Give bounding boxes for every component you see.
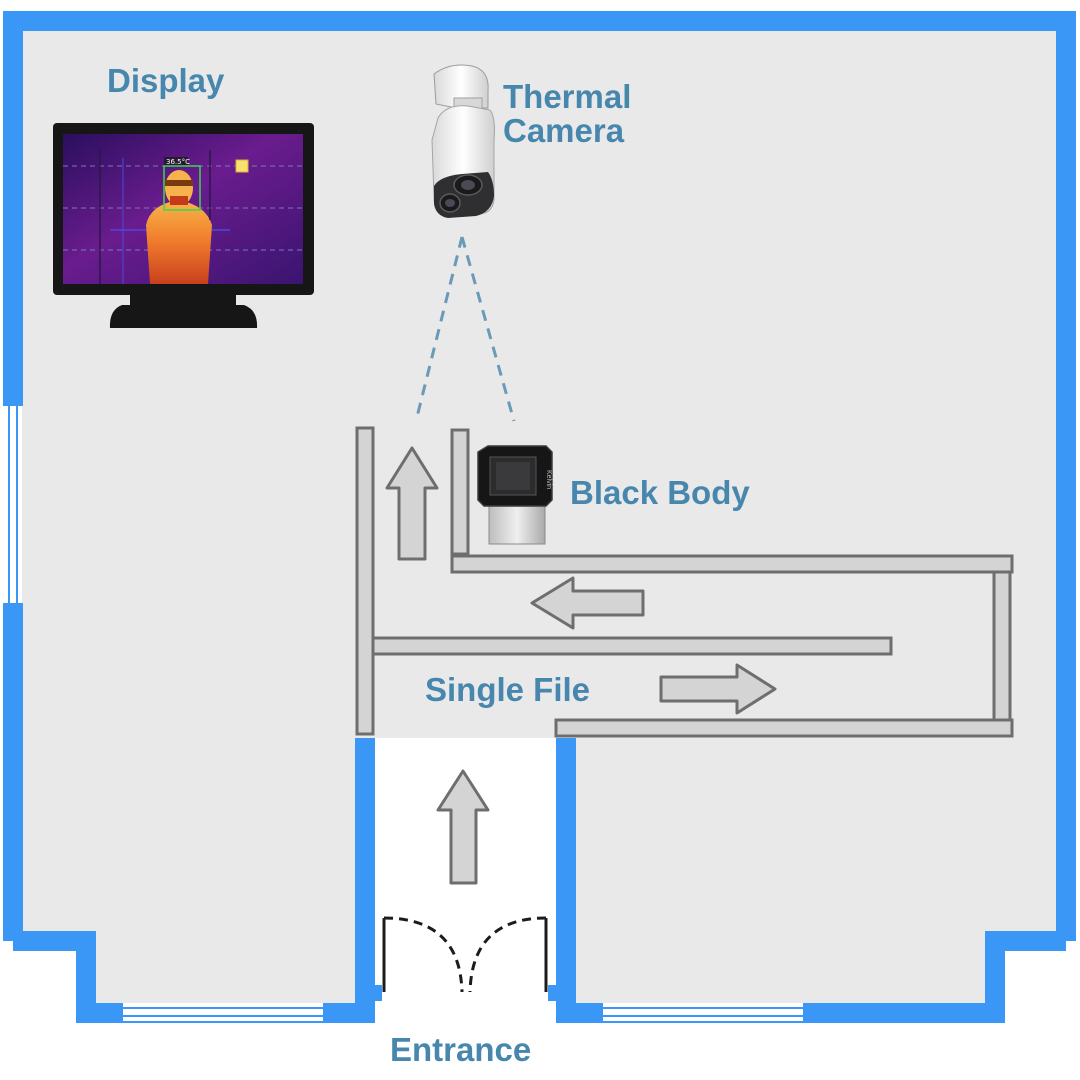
barrier-vertical-inner (450, 428, 470, 556)
black-body-icon: Kelvin (477, 445, 553, 545)
arrow-icon (530, 576, 645, 630)
label-thermal-camera: Thermal Camera (503, 80, 663, 148)
queue-barriers (355, 426, 1014, 738)
barrier-bottom-horizontal (554, 718, 1014, 738)
window-bottom-right (603, 1003, 803, 1021)
window-bottom-left (123, 1003, 323, 1021)
label-thermal-camera-line2: Camera (503, 112, 625, 149)
thermal-camera-icon (431, 64, 495, 218)
window-left-wall (4, 406, 22, 603)
barrier-middle-horizontal (371, 636, 893, 656)
outer-walls (3, 11, 1076, 1023)
door-icon (382, 916, 548, 993)
label-display: Display (107, 62, 225, 99)
barrier-vertical-left (355, 426, 375, 736)
label-thermal-camera-line1: Thermal (503, 78, 632, 115)
screen-temperature-readout: 36.5°C (166, 158, 190, 166)
monitor-icon: 36.5°C (53, 123, 314, 328)
arrow-icon (659, 663, 777, 715)
label-black-body: Black Body (570, 474, 750, 511)
barrier-right-vertical (992, 570, 1012, 724)
label-entrance: Entrance (390, 1031, 532, 1068)
label-single-file: Single File (425, 671, 591, 708)
door-jamb-right (548, 985, 575, 1001)
black-body-brand: Kelvin (545, 470, 552, 489)
arrow-icon (385, 446, 439, 561)
door-jamb-left (355, 985, 382, 1001)
arrow-icon (436, 769, 490, 885)
camera-sightline (414, 236, 516, 422)
barrier-top-horizontal (450, 554, 1014, 574)
flow-arrows (385, 446, 777, 885)
